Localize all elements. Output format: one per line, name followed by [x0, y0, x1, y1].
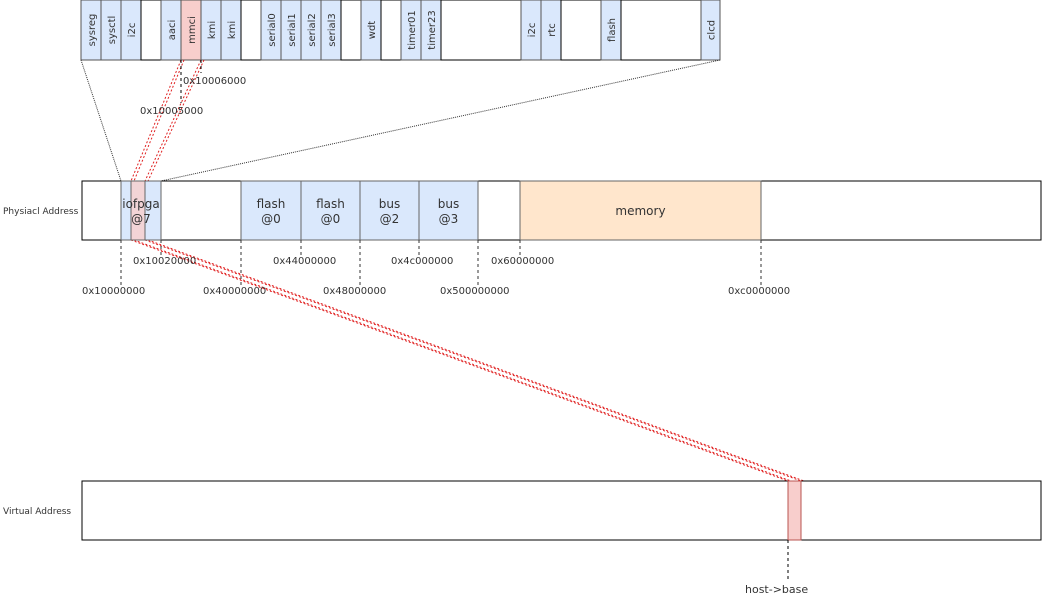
addr-mmci-end: 0x10006000 — [183, 76, 246, 87]
region-flash — [300, 180, 361, 241]
top-cell-clcd — [700, 0, 721, 61]
top-cell-empty — [560, 0, 602, 61]
physical-address-label: Physiacl Address — [3, 207, 79, 217]
top-cell-empty — [340, 0, 362, 61]
top-cell-label: kmi — [227, 21, 238, 39]
region-memory — [519, 180, 762, 241]
top-cell-label: flash — [607, 18, 618, 42]
region-sublabel: @0 — [321, 212, 341, 226]
top-cell-label: timer23 — [427, 10, 438, 49]
address-label: 0x10020000 — [133, 256, 196, 267]
top-cell-empty — [140, 0, 162, 61]
top-cell-empty — [440, 0, 522, 61]
top-cell-label: i2c — [527, 23, 538, 38]
top-cell-label: sysreg — [87, 14, 98, 47]
host-base-region — [787, 480, 802, 541]
address-label: 0x60000000 — [491, 256, 554, 267]
address-label: 0x44000000 — [273, 256, 336, 267]
address-label: 0x4c000000 — [391, 256, 453, 267]
address-label: 0xc0000000 — [728, 286, 790, 297]
address-label: 0x10000000 — [82, 286, 145, 297]
region-label: flash — [257, 197, 286, 211]
zoom-line-right — [160, 59, 721, 182]
top-cell-label: rtc — [547, 23, 558, 37]
top-cell-label: sysctl — [107, 16, 118, 45]
top-cell-empty — [240, 0, 262, 61]
region-label: memory — [615, 204, 665, 218]
zoom-line-left — [80, 59, 122, 182]
virtual-address-label: Virtual Address — [3, 507, 71, 517]
region-label: bus — [379, 197, 400, 211]
top-cell-empty — [380, 0, 402, 61]
region-sublabel: @0 — [261, 212, 281, 226]
address-label: 0x48000000 — [323, 286, 386, 297]
virtual-address-bar — [81, 480, 1042, 541]
top-cell-label: serial3 — [327, 13, 338, 47]
top-cell-label: mmci — [187, 16, 198, 44]
host-base-label: host->base — [745, 583, 808, 596]
region-label: iofpga — [122, 197, 160, 211]
address-label: 0x500000000 — [440, 286, 510, 297]
address-label: 0x40000000 — [203, 286, 266, 297]
region-flash — [240, 180, 302, 241]
region-bus — [359, 180, 420, 241]
top-cell-empty — [620, 0, 702, 61]
top-cell-label: serial0 — [267, 13, 278, 47]
top-cell-label: aaci — [167, 20, 178, 41]
top-cell-label: serial1 — [287, 13, 298, 47]
region-bus — [418, 180, 479, 241]
top-cell-label: kmi — [207, 21, 218, 39]
region-sublabel: @2 — [380, 212, 400, 226]
top-cell-label: clcd — [707, 20, 718, 40]
top-cell-label: timer01 — [407, 10, 418, 49]
top-cell-label: wdt — [367, 21, 378, 40]
region-sublabel: @7 — [131, 212, 151, 226]
region-label: flash — [316, 197, 345, 211]
top-cell-label: serial2 — [307, 13, 318, 47]
mmci-zoom-lines — [130, 59, 805, 482]
top-cell-label: i2c — [127, 23, 138, 38]
addr-mmci-start: 0x10005000 — [140, 106, 203, 117]
region-sublabel: @3 — [439, 212, 459, 226]
region-label: bus — [438, 197, 459, 211]
mmci-region — [130, 180, 146, 241]
